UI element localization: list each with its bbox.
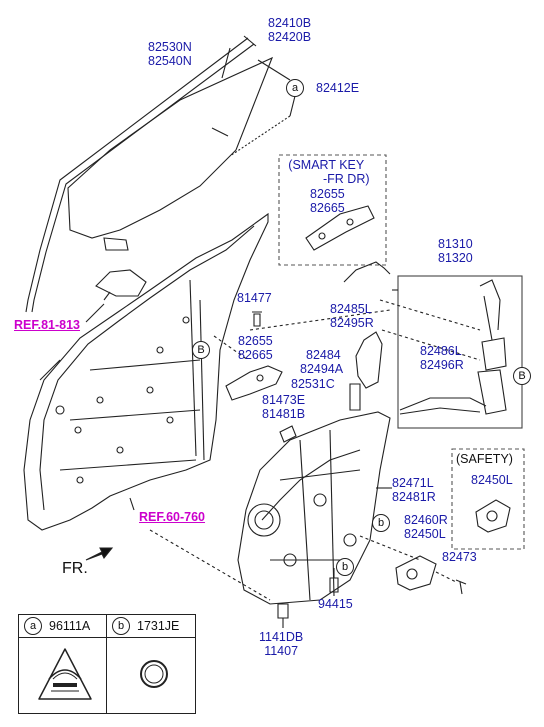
callout-B-left: B [192, 341, 210, 359]
regulator-motor [395, 555, 437, 591]
callout-b-bolt: b [336, 558, 354, 576]
callout-a: a [286, 79, 304, 97]
label-bolt-81477: 81477 [237, 291, 272, 305]
glass-run-channel [25, 35, 257, 313]
door-glass [67, 56, 274, 251]
latch-rod-assembly [349, 331, 383, 411]
safety-motor [475, 499, 511, 533]
label-safety-motor: 82450L [471, 473, 513, 487]
emblem-icon [38, 648, 92, 700]
ref-81-813[interactable]: REF.81-813 [14, 318, 81, 332]
legend-key-a: a [24, 617, 42, 635]
legend-key-b: b [112, 617, 130, 635]
label-smart-key-title: (SMART KEY-FR DR) [288, 158, 370, 186]
front-arrow [85, 547, 114, 561]
legend-code-b: 1731JE [137, 619, 180, 633]
cable-82485 [343, 261, 391, 283]
label-82531C: 82531C [291, 377, 335, 391]
window-regulator-panel [237, 411, 391, 605]
legend-table: a 96111A b 1731JE [18, 614, 196, 714]
door-frame [23, 212, 269, 531]
safety-title: (SAFETY) [456, 452, 513, 466]
label-bolt-94415: 94415 [318, 597, 353, 611]
smart-key-handle [305, 205, 375, 251]
label-screw-82473: 82473 [442, 550, 477, 564]
legend-code-a: 96111A [49, 619, 91, 633]
ref-60-760[interactable]: REF.60-760 [139, 510, 206, 524]
grommet-icon [140, 660, 168, 688]
callout-b-regulator: b [372, 514, 390, 532]
door-latch-module [399, 279, 507, 415]
outside-handle-top [95, 269, 147, 301]
bolt-81477 [252, 311, 262, 327]
label-glass-callout: 82412E [316, 81, 360, 95]
outside-handle-inner [225, 365, 283, 401]
callout-B-right: B [513, 367, 531, 385]
front-label: FR. [62, 560, 88, 577]
